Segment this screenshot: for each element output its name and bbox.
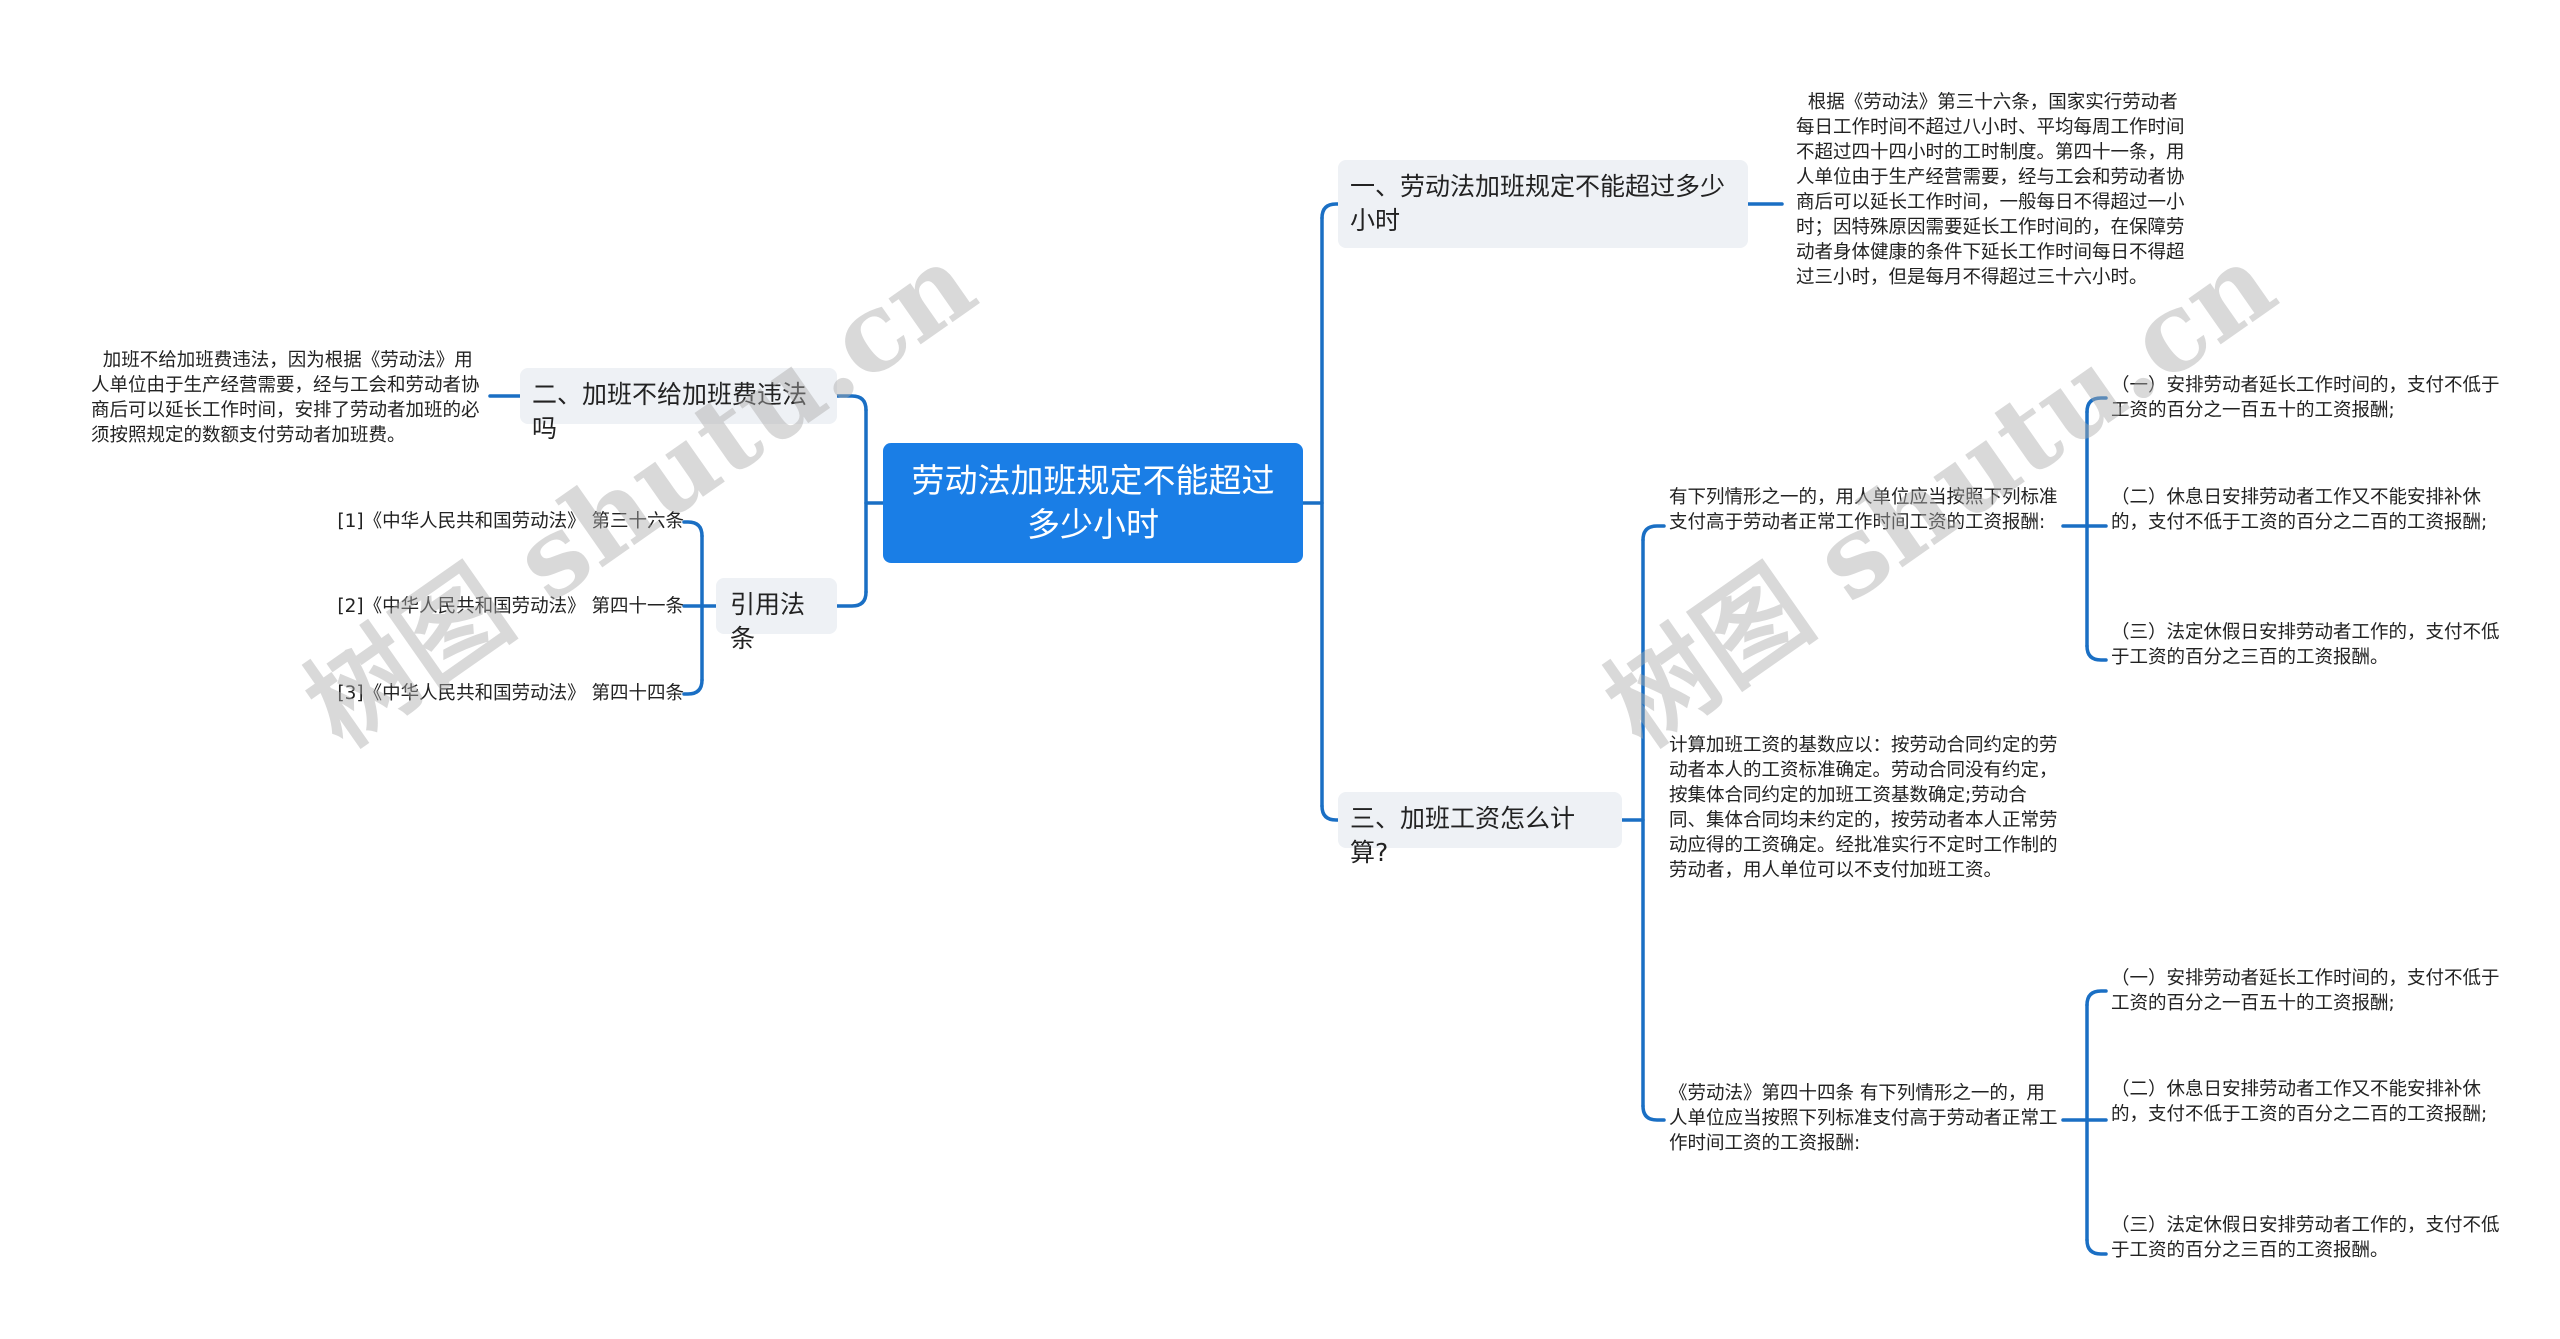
topic-references[interactable]: 引用法条: [716, 578, 837, 653]
topic-label: 引用法条: [730, 590, 806, 653]
topic-overtime-pay-calculation[interactable]: 三、加班工资怎么计算?: [1338, 792, 1622, 867]
pay-base-text[interactable]: 计算加班工资的基数应以：按劳动合同约定的劳动者本人的工资标准确定。劳动合同没有约…: [1669, 735, 2058, 881]
max-overtime-detail-text[interactable]: 根据《劳动法》第三十六条，国家实行劳动者每日工作时间不超过八小时、平均每周工作时…: [1796, 92, 2185, 288]
root-topic-label: 劳动法加班规定不能超过多少小时: [911, 461, 1275, 544]
topic-label: 二、加班不给加班费违法吗: [532, 380, 808, 443]
pay-rate-leaf[interactable]: （二）休息日安排劳动者工作又不能安排补休的，支付不低于工资的百分之二百的工资报酬…: [2111, 1079, 2488, 1125]
pay-rate-leaf[interactable]: （一）安排劳动者延长工作时间的，支付不低于工资的百分之一百五十的工资报酬;: [2111, 968, 2500, 1014]
topic-max-overtime-hours[interactable]: 一、劳动法加班规定不能超过多少小时: [1338, 160, 1748, 248]
overtime-pay-detail-text[interactable]: 加班不给加班费违法，因为根据《劳动法》用人单位由于生产经营需要，经与工会和劳动者…: [91, 350, 480, 446]
topic-label: 三、加班工资怎么计算?: [1350, 804, 1576, 867]
topic-overtime-pay-legality[interactable]: 二、加班不给加班费违法吗: [520, 368, 837, 443]
pay-rate-leaf[interactable]: （一）安排劳动者延长工作时间的，支付不低于工资的百分之一百五十的工资报酬;: [2111, 375, 2500, 421]
reference-item[interactable]: [2]《中华人民共和国劳动法》 第四十一条: [337, 596, 684, 617]
reference-item[interactable]: [1]《中华人民共和国劳动法》 第三十六条: [337, 511, 684, 532]
pay-standard-text[interactable]: 有下列情形之一的，用人单位应当按照下列标准支付高于劳动者正常工作时间工资的工资报…: [1669, 487, 2058, 533]
pay-rate-leaf[interactable]: （三）法定休假日安排劳动者工作的，支付不低于工资的百分之三百的工资报酬。: [2111, 1215, 2500, 1261]
pay-rate-leaf[interactable]: （三）法定休假日安排劳动者工作的，支付不低于工资的百分之三百的工资报酬。: [2111, 622, 2500, 668]
reference-item[interactable]: [3]《中华人民共和国劳动法》 第四十四条: [337, 683, 684, 704]
root-topic[interactable]: 劳动法加班规定不能超过多少小时: [883, 443, 1303, 563]
labor-law-article-44-text[interactable]: 《劳动法》第四十四条 有下列情形之一的，用人单位应当按照下列标准支付高于劳动者正…: [1669, 1083, 2058, 1154]
topic-label: 一、劳动法加班规定不能超过多少小时: [1350, 172, 1726, 235]
pay-rate-leaf[interactable]: （二）休息日安排劳动者工作又不能安排补休的，支付不低于工资的百分之二百的工资报酬…: [2111, 487, 2488, 533]
